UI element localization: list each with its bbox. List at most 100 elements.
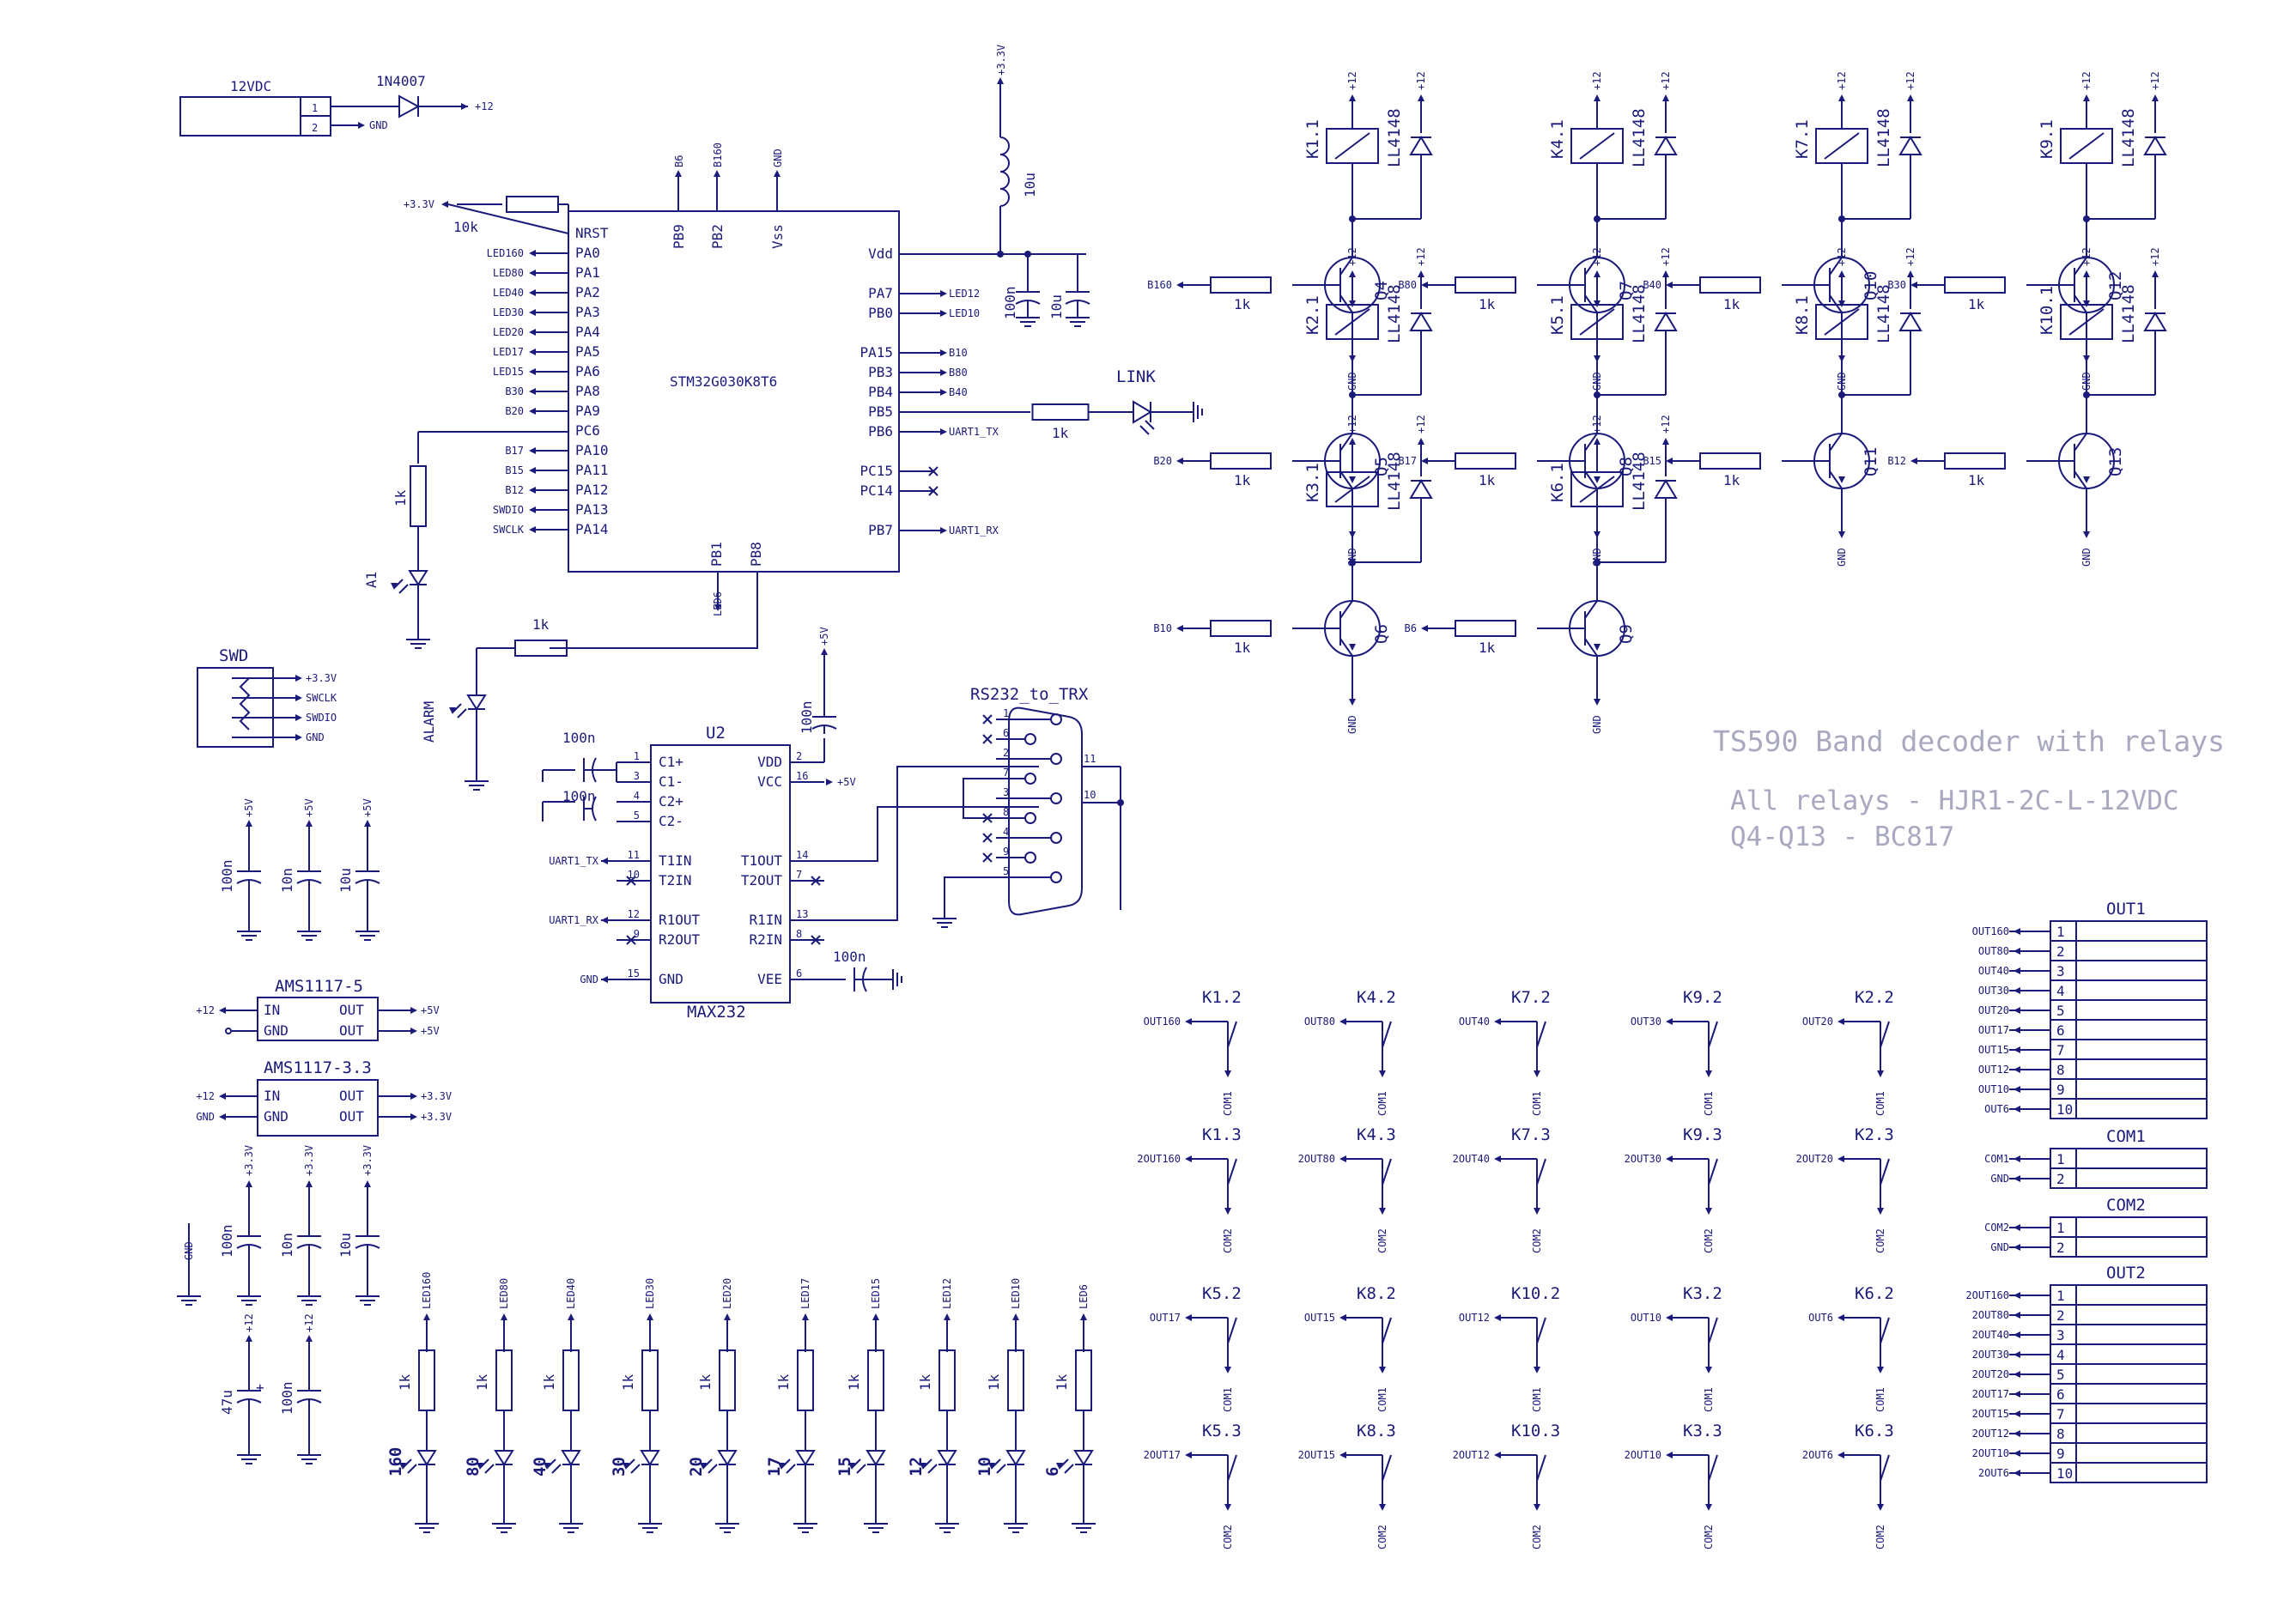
label: 2OUT160 bbox=[1137, 1153, 1181, 1165]
label: 2OUT15 bbox=[1298, 1449, 1335, 1461]
mcu-pin-PA1: PA1 bbox=[575, 264, 600, 281]
net-arrow bbox=[1080, 1313, 1087, 1320]
net-B12: B12 bbox=[1887, 455, 1906, 467]
label: 2 bbox=[2056, 1240, 2065, 1256]
label: 8 bbox=[796, 928, 802, 940]
net-arrow bbox=[1705, 1070, 1712, 1077]
net-arrow bbox=[2083, 476, 2090, 483]
label: COM2 bbox=[1874, 1525, 1886, 1549]
junction-dot bbox=[1117, 799, 1124, 806]
label: LED40 bbox=[565, 1278, 577, 1309]
net-arrow bbox=[529, 289, 536, 296]
flyback-diode bbox=[1409, 136, 1433, 155]
net-arrow bbox=[1837, 1018, 1844, 1025]
net-arrow bbox=[295, 714, 302, 721]
net-arrow bbox=[1418, 270, 1424, 277]
label: GND bbox=[1990, 1241, 2009, 1253]
net-top-2: GND bbox=[772, 149, 784, 167]
net-B30: B30 bbox=[1887, 279, 1906, 291]
label: 10u bbox=[337, 868, 354, 893]
net-arrow bbox=[802, 1313, 809, 1320]
net-arrow bbox=[1838, 94, 1845, 101]
label: 2OUT80 bbox=[1298, 1153, 1335, 1165]
label: GND bbox=[264, 1022, 289, 1039]
net-arrow bbox=[1838, 476, 1845, 483]
label: OUT bbox=[339, 1002, 364, 1018]
led-ray bbox=[407, 1464, 417, 1474]
led-ray bbox=[551, 1464, 562, 1474]
net-arrow bbox=[1185, 1155, 1192, 1162]
net-arrow bbox=[1705, 1367, 1712, 1373]
inductor-coil bbox=[999, 154, 1010, 173]
label: 2OUT160 bbox=[1965, 1289, 2009, 1301]
label: C2+ bbox=[659, 793, 683, 810]
wire bbox=[1339, 257, 1353, 276]
net-arrow bbox=[1185, 1314, 1192, 1321]
net-arrow bbox=[940, 349, 947, 356]
label: 2OUT6 bbox=[1978, 1467, 2009, 1479]
net-arrow bbox=[1494, 1018, 1501, 1025]
net-arrow bbox=[2014, 1292, 2020, 1299]
net-arrow bbox=[410, 1028, 417, 1034]
net-arrow bbox=[1662, 438, 1669, 445]
no-connect bbox=[982, 852, 993, 863]
net-arrow bbox=[944, 1313, 951, 1320]
net-arrow bbox=[410, 1113, 417, 1120]
label: 100n bbox=[799, 700, 815, 734]
label: GND bbox=[1346, 715, 1358, 734]
label: 10u bbox=[1022, 173, 1038, 197]
label: OUT160 bbox=[1144, 1016, 1181, 1028]
net-arrow bbox=[246, 820, 252, 827]
label: 1k bbox=[541, 1373, 557, 1391]
net-arrow bbox=[1379, 1070, 1386, 1077]
net-arrow bbox=[2014, 967, 2020, 974]
label: +3.3V bbox=[243, 1145, 255, 1176]
contact-K4.3-label: K4.3 bbox=[1357, 1125, 1396, 1144]
label: 10u bbox=[337, 1233, 354, 1258]
net-arrow bbox=[1594, 94, 1601, 101]
net-arrow bbox=[1837, 1155, 1844, 1162]
net-arrow bbox=[1224, 1504, 1231, 1511]
transistor-Q6-label: Q6 bbox=[1372, 624, 1391, 644]
label: OUT bbox=[339, 1088, 364, 1104]
net-arrow bbox=[2014, 1027, 2020, 1034]
transistor-Q10-label: Q10 bbox=[1862, 271, 1880, 300]
led-body bbox=[866, 1450, 886, 1466]
label: COM1 bbox=[1222, 1091, 1234, 1116]
net-arrow bbox=[1877, 1208, 1884, 1215]
label: PB1 bbox=[708, 542, 725, 567]
label: OUT40 bbox=[1459, 1016, 1490, 1028]
label: 1 bbox=[2056, 1151, 2065, 1167]
label: +12 bbox=[1346, 247, 1358, 266]
net-arrow bbox=[1666, 1452, 1673, 1458]
label: +12 bbox=[303, 1313, 315, 1332]
label: LED30 bbox=[644, 1278, 656, 1309]
label: +5V bbox=[243, 798, 255, 817]
label: GND bbox=[183, 1241, 195, 1260]
resistor-body bbox=[797, 1349, 814, 1411]
label: 10k bbox=[453, 219, 478, 235]
wire bbox=[1829, 257, 1843, 276]
relay-K1.1-label: K1.1 bbox=[1303, 119, 1322, 159]
mcu-pin-PC15: PC15 bbox=[859, 463, 893, 479]
label: +3.3V bbox=[995, 45, 1007, 76]
net-arrow bbox=[675, 170, 682, 177]
wire bbox=[1536, 1021, 1546, 1048]
label: 47u bbox=[219, 1390, 235, 1415]
mcu-name: STM32G030K8T6 bbox=[670, 373, 777, 390]
db9-pin bbox=[1024, 733, 1036, 745]
